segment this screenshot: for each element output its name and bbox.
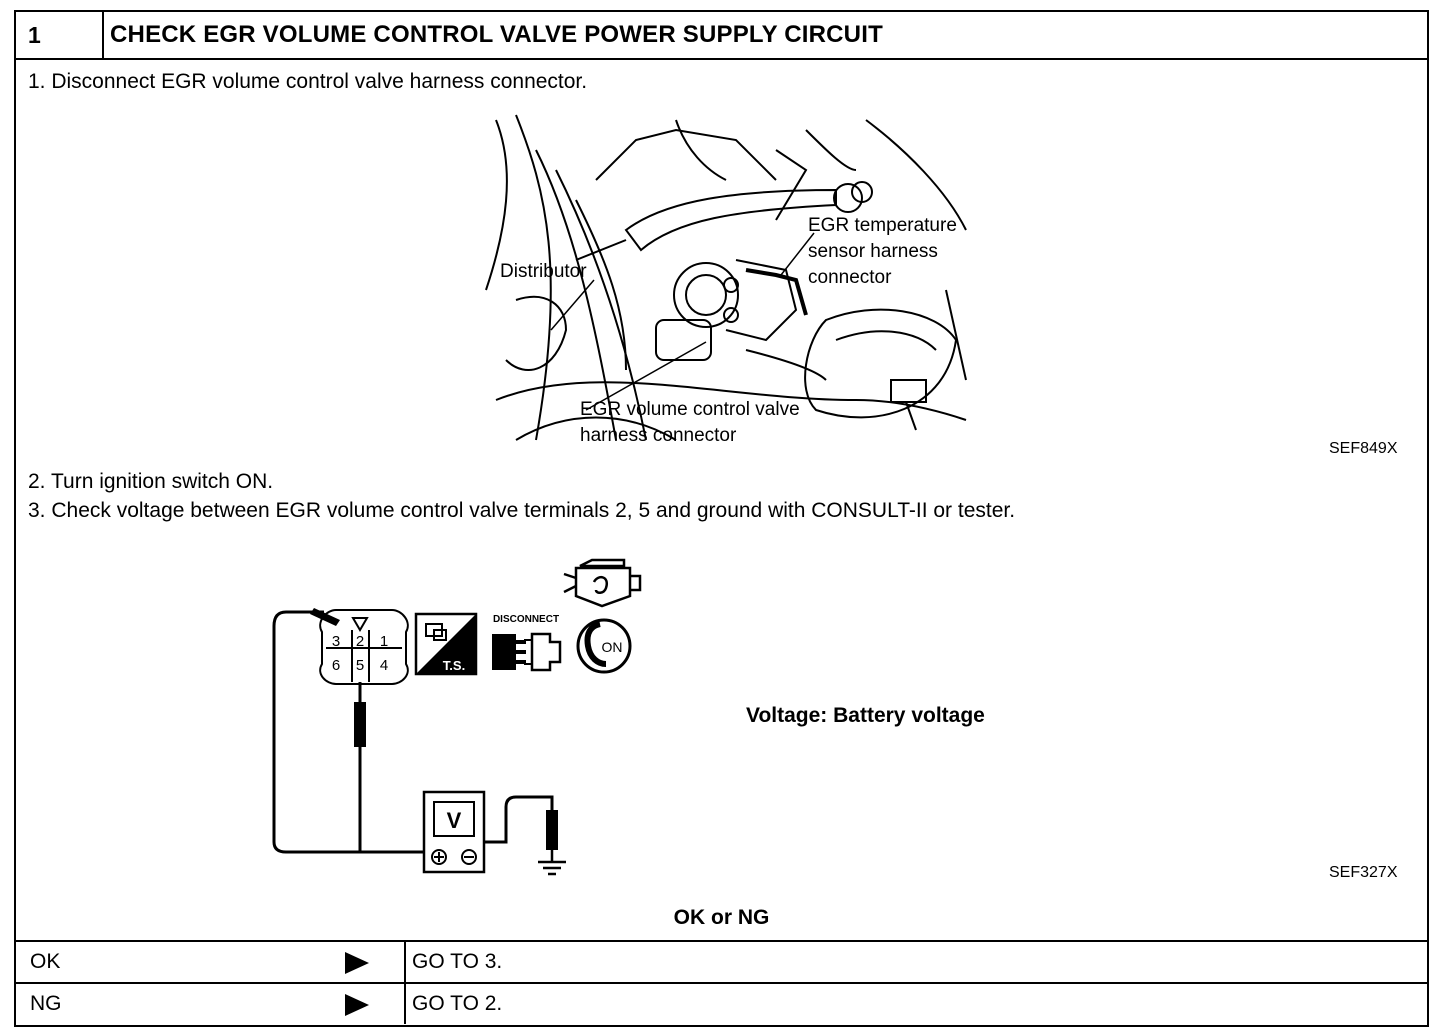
terminal-2: 2 xyxy=(356,633,364,650)
label-egr-temp-sensor-line2: sensor harness xyxy=(808,241,938,262)
table-header: 1 CHECK EGR VOLUME CONTROL VALVE POWER S… xyxy=(16,12,1427,60)
service-data-icon: T.S. xyxy=(414,612,478,676)
result-action: GO TO 3. xyxy=(412,950,503,973)
column-divider xyxy=(404,942,406,982)
label-egr-valve-connector-line2: harness connector xyxy=(580,425,737,446)
meter-label: V xyxy=(447,808,462,833)
figure-code-1: SEF849X xyxy=(1329,440,1398,457)
instruction-1: 1. Disconnect EGR volume control valve h… xyxy=(28,70,588,93)
terminal-1: 1 xyxy=(380,633,388,650)
on-label: ON xyxy=(602,639,623,655)
result-status: NG xyxy=(30,992,62,1015)
disconnect-label: DISCONNECT xyxy=(493,614,559,625)
instruction-3: 3. Check voltage between EGR volume cont… xyxy=(28,499,1016,522)
voltage-spec: Voltage: Battery voltage xyxy=(746,704,985,727)
column-divider xyxy=(404,984,406,1024)
result-action: GO TO 2. xyxy=(412,992,503,1015)
step-title: CHECK EGR VOLUME CONTROL VALVE POWER SUP… xyxy=(110,21,883,48)
label-egr-valve-connector-line1: EGR volume control valve xyxy=(580,399,800,420)
terminal-6: 6 xyxy=(332,657,340,674)
terminal-4: 4 xyxy=(380,657,388,674)
ts-label: T.S. xyxy=(443,658,465,673)
terminal-5: 5 xyxy=(356,657,364,674)
voltage-check-diagram: 3 2 1 6 5 4 V xyxy=(272,608,566,876)
step-number: 1 xyxy=(16,12,104,58)
figure-code-2: SEF327X xyxy=(1329,864,1398,881)
result-row-ok: OK GO TO 3. xyxy=(16,940,1427,982)
arrow-icon xyxy=(345,952,369,974)
ignition-on-icon: ON xyxy=(576,618,632,674)
result-row-ng: NG GO TO 2. xyxy=(16,982,1427,1024)
label-egr-temp-sensor-line1: EGR temperature xyxy=(808,215,957,236)
disconnect-icon: DISCONNECT xyxy=(492,614,562,672)
label-egr-temp-sensor-line3: connector xyxy=(808,267,892,288)
arrow-icon xyxy=(345,994,369,1016)
result-status: OK xyxy=(30,950,61,973)
result-heading: OK or NG xyxy=(673,906,770,929)
engine-icon xyxy=(563,558,642,608)
engine-bay-illustration: Distributor EGR temperature sensor harne… xyxy=(485,114,967,446)
instruction-2: 2. Turn ignition switch ON. xyxy=(28,470,274,493)
label-distributor: Distributor xyxy=(500,261,587,282)
inspection-table: 1 CHECK EGR VOLUME CONTROL VALVE POWER S… xyxy=(14,10,1429,1027)
terminal-3: 3 xyxy=(332,633,340,650)
